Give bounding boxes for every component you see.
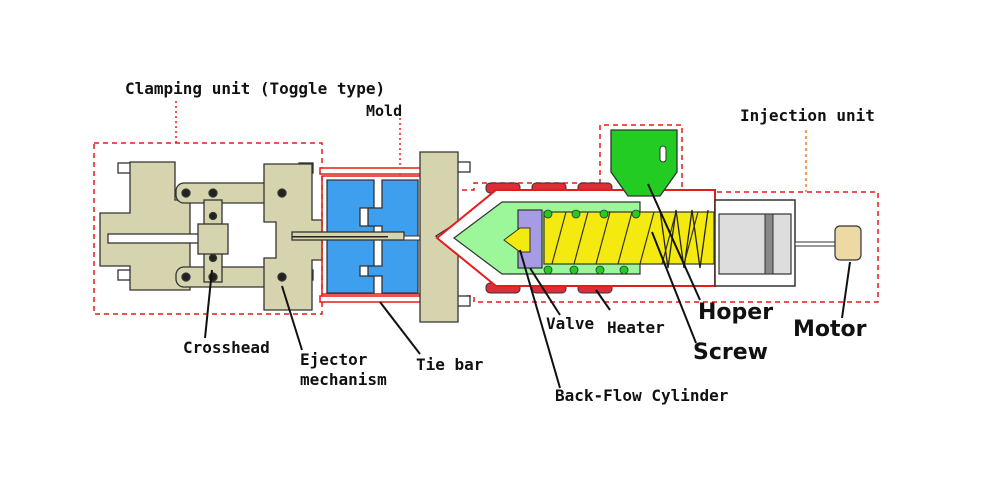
label-valve: Valve <box>546 314 595 333</box>
label-mold: Mold <box>366 102 403 120</box>
piston-head <box>764 213 774 275</box>
injection-unit <box>435 129 862 294</box>
hopper <box>610 129 678 197</box>
label-injection-unit: Injection unit <box>740 106 875 125</box>
label-crosshead: Crosshead <box>183 338 270 357</box>
injection-unit-boundary <box>462 124 879 303</box>
hopper-sight-window <box>659 145 667 163</box>
label-motor: Motor <box>793 317 867 342</box>
label-back-flow-cylinder: Back-Flow Cylinder <box>555 386 729 405</box>
motor-shaft <box>794 241 836 247</box>
tie-bar-bottom <box>319 295 425 303</box>
leader-lines <box>204 183 851 389</box>
pellets <box>543 209 641 275</box>
label-screw: Screw <box>693 340 768 365</box>
label-tie-bar: Tie bar <box>416 355 484 374</box>
screw-tip <box>503 227 531 253</box>
label-hoper: Hoper <box>698 300 774 325</box>
label-clamping-unit: Clamping unit (Toggle type) <box>125 79 386 98</box>
motor-body <box>834 225 862 261</box>
rear-platen <box>99 161 191 291</box>
screw-flights <box>551 211 699 265</box>
label-heater: Heater <box>607 318 665 337</box>
screw-spring <box>659 209 709 269</box>
label-ejector-line1: Ejector <box>300 350 368 369</box>
tie-bar-top <box>319 167 425 175</box>
label-ejector-line2: mechanism <box>300 370 387 389</box>
